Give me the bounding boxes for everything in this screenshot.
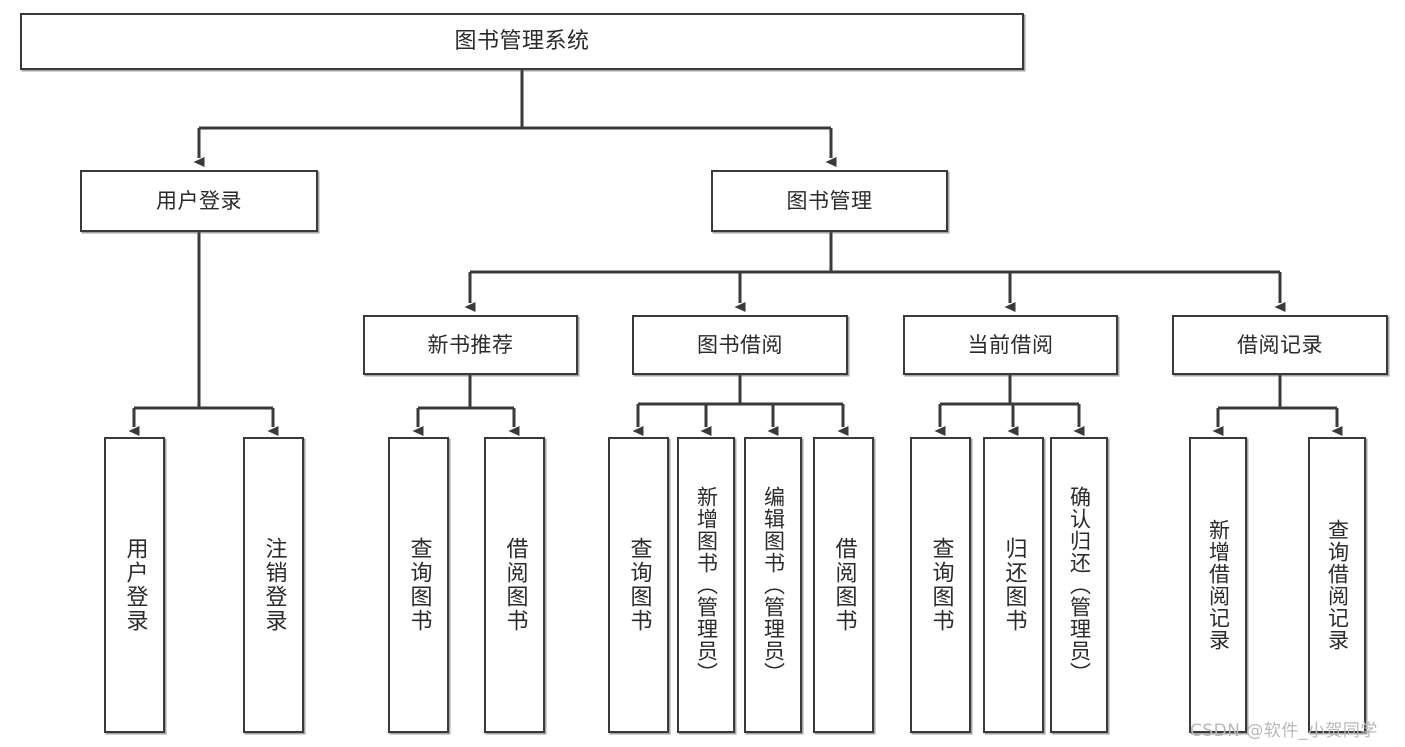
node-label: 查询图书 [626,537,652,633]
node-label: 查询借阅记录 [1325,519,1350,651]
node-label: 编辑图书（管理员） [761,486,786,684]
node-label: 用户登录 [156,188,242,213]
node-current-borrowing[interactable]: 当前借阅 [903,315,1118,375]
node-label: 新增借阅记录 [1206,519,1231,651]
node-label: 借阅图书 [502,537,528,633]
node-label: 新书推荐 [427,332,514,357]
node-leaf-confirm-return-admin[interactable]: 确认归还（管理员） [1050,437,1108,733]
node-leaf-add-borrow-record[interactable]: 新增借阅记录 [1189,437,1247,733]
node-leaf-logout[interactable]: 注销登录 [243,437,304,733]
node-book-borrowing[interactable]: 图书借阅 [632,315,848,375]
node-leaf-borrow-books-newbook[interactable]: 借阅图书 [484,437,545,733]
node-label: 图书借阅 [697,332,783,357]
node-label: 图书管理 [786,188,873,213]
node-root-book-management-system[interactable]: 图书管理系统 [20,13,1024,70]
node-leaf-edit-book-admin[interactable]: 编辑图书（管理员） [744,437,802,733]
node-label: 查询图书 [928,537,954,633]
node-label: 查询图书 [406,537,432,633]
node-book-management[interactable]: 图书管理 [711,170,948,232]
node-leaf-query-books-borrow[interactable]: 查询图书 [608,437,669,733]
node-label: 注销登录 [261,537,287,633]
node-label: 借阅图书 [831,537,857,633]
node-new-book-recommendation[interactable]: 新书推荐 [363,315,578,375]
node-label: 借阅记录 [1237,332,1323,357]
node-label: 用户登录 [122,537,148,633]
node-label: 当前借阅 [967,332,1054,357]
node-borrow-records[interactable]: 借阅记录 [1172,315,1388,375]
node-label: 图书管理系统 [454,28,590,54]
node-leaf-query-books-current[interactable]: 查询图书 [910,437,971,733]
node-label: 归还图书 [1001,537,1027,633]
node-leaf-query-borrow-record[interactable]: 查询借阅记录 [1308,437,1366,733]
node-leaf-borrow-books[interactable]: 借阅图书 [813,437,874,733]
node-label: 新增图书（管理员） [694,486,719,684]
node-user-login[interactable]: 用户登录 [80,170,318,232]
node-leaf-query-books-newbook[interactable]: 查询图书 [388,437,449,733]
node-label: 确认归还（管理员） [1067,486,1092,684]
node-leaf-add-book-admin[interactable]: 新增图书（管理员） [677,437,735,733]
node-leaf-user-login[interactable]: 用户登录 [104,437,165,733]
node-leaf-return-books[interactable]: 归还图书 [983,437,1044,733]
